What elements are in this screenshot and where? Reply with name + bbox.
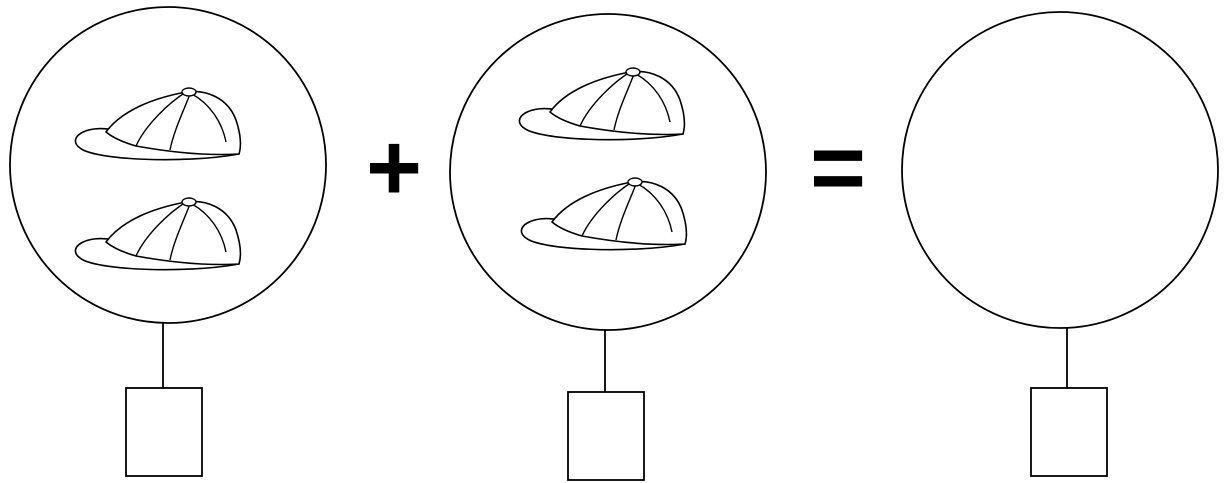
set-circle [450, 14, 766, 330]
set-circle [10, 7, 326, 323]
plus-sign: + [360, 120, 428, 220]
equals-sign: = [804, 120, 872, 220]
answer-box[interactable] [1031, 388, 1107, 476]
answer-box[interactable] [568, 392, 644, 480]
group-second-addend [450, 14, 766, 480]
answer-box[interactable] [126, 388, 202, 476]
set-circle [902, 12, 1218, 328]
group-first-addend [10, 7, 326, 476]
group-sum [902, 12, 1218, 476]
